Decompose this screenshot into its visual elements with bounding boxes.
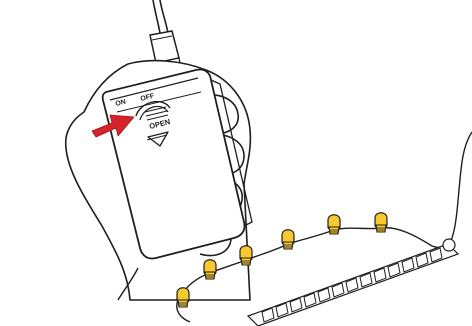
light-bulb [239,245,253,266]
light-bulb [327,214,341,235]
battery-box [101,68,253,260]
chevron-bar [146,134,168,141]
light-bulb [374,212,388,233]
switch-off-label: OFF [140,93,156,103]
light-bulb [203,259,217,280]
wrist-line [117,267,139,301]
connector-strip [246,238,460,326]
down-chevron-icon [147,131,169,147]
light-bulb [281,229,295,250]
red-arrow-icon [91,114,135,138]
switch-on-label: ON [115,99,127,108]
bulb-group [176,212,388,308]
light-wire-tail [451,131,472,239]
usb-cable [152,0,169,34]
light-bulb [176,287,190,308]
light-wire-loop [176,299,191,323]
